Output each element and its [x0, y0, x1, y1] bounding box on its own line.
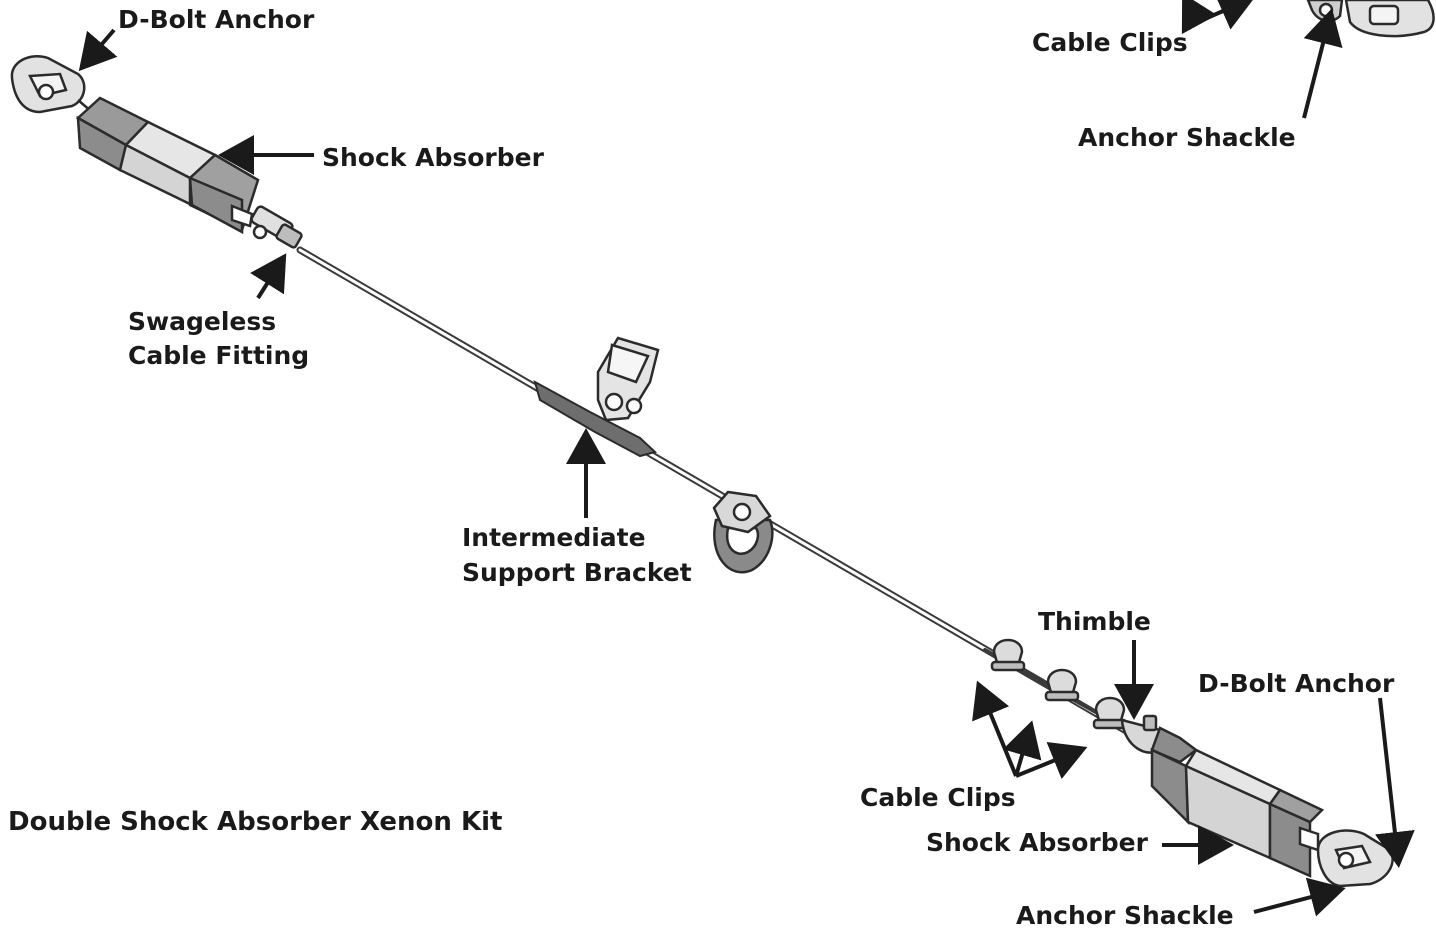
- shock-absorber-right: [1150, 726, 1325, 878]
- annotation-arrows: [78, 0, 1415, 917]
- arrow-d-bolt-left: [78, 28, 118, 72]
- arrow-d-bolt-right: [1375, 697, 1415, 868]
- d-ring-guide: [712, 490, 774, 574]
- label-thimble: Thimble: [1038, 607, 1151, 636]
- arrow-anchor-shackle-top: [1302, 8, 1343, 119]
- cable-clips-assembly: [990, 638, 1128, 730]
- arrow-cable-clips-bottom-1: [972, 680, 1018, 777]
- label-shock-absorber-left: Shock Absorber: [322, 143, 545, 172]
- label-swageless-line1: Swageless: [128, 307, 276, 336]
- annotation-labels: D-Bolt Anchor Shock Absorber Swageless C…: [8, 5, 1395, 930]
- d-bolt-anchor-left: [10, 55, 93, 114]
- label-d-bolt-anchor-left: D-Bolt Anchor: [118, 5, 315, 34]
- arrow-cable-clips-bottom-3: [1015, 742, 1088, 780]
- arrow-cable-clips-top-1: [1181, 0, 1217, 35]
- arrow-anchor-shackle-bottom: [1253, 877, 1346, 917]
- arrow-cable-clips-bottom-2: [1002, 720, 1042, 777]
- label-anchor-shackle-bottom: Anchor Shackle: [1016, 901, 1234, 930]
- label-intermediate-line2: Support Bracket: [462, 558, 692, 587]
- label-shock-absorber-right: Shock Absorber: [926, 828, 1149, 857]
- label-intermediate-line1: Intermediate: [462, 523, 646, 552]
- label-d-bolt-anchor-right: D-Bolt Anchor: [1198, 669, 1395, 698]
- d-bolt-anchor-right: [1316, 829, 1394, 888]
- swageless-cable-fitting: [250, 205, 303, 249]
- label-cable-clips-top: Cable Clips: [1032, 28, 1188, 57]
- arrow-swageless: [250, 253, 287, 300]
- intermediate-support-bracket: [533, 336, 660, 458]
- label-swageless-line2: Cable Fitting: [128, 341, 309, 370]
- diagram-caption: Double Shock Absorber Xenon Kit: [8, 807, 502, 837]
- label-cable-clips-bottom: Cable Clips: [860, 783, 1016, 812]
- label-anchor-shackle-top: Anchor Shackle: [1078, 123, 1296, 152]
- shock-absorber-left: [75, 96, 260, 235]
- arrow-cable-clips-top-2: [1197, 0, 1256, 30]
